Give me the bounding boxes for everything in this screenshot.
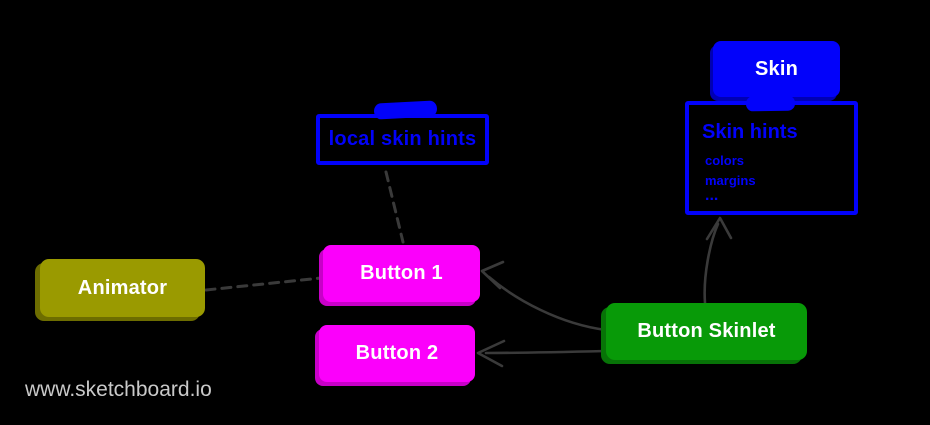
skin-hint-item: colors xyxy=(705,153,745,168)
node-animator[interactable]: Animator xyxy=(40,259,205,317)
edge-local-hints-to-button1[interactable] xyxy=(384,170,405,244)
node-button1[interactable]: Button 1 xyxy=(323,245,480,302)
edge-line xyxy=(204,276,323,292)
scribble-mark[interactable] xyxy=(745,95,796,112)
node-skin-hints-title: Skin hints xyxy=(702,121,798,143)
edge-animator-to-button1[interactable] xyxy=(204,276,323,292)
node-button-skinlet[interactable]: Button Skinlet xyxy=(606,303,807,360)
edge-skinlet-to-skin-hints[interactable] xyxy=(703,216,733,305)
edge-skinlet-to-button2[interactable] xyxy=(476,339,608,368)
node-skin-label: Skin xyxy=(754,57,799,80)
arrowhead xyxy=(480,260,505,290)
node-animator-label: Animator xyxy=(77,276,168,299)
sketchboard-watermark: www.sketchboard.io xyxy=(25,378,212,401)
edge-line xyxy=(703,222,720,305)
skin-hint-item: ... xyxy=(705,187,719,204)
node-button2-label: Button 2 xyxy=(355,342,439,364)
edge-skinlet-to-button1[interactable] xyxy=(480,260,608,332)
node-local-skin-hints-label: local skin hints xyxy=(328,128,477,150)
edge-line xyxy=(384,170,405,244)
node-button1-label: Button 1 xyxy=(360,262,443,284)
node-local-skin-hints[interactable]: local skin hints xyxy=(316,114,489,165)
node-button-skinlet-label: Button Skinlet xyxy=(637,320,776,342)
node-skin-hints[interactable]: Skin hints colors margins ... xyxy=(685,101,858,215)
scribble-mark[interactable] xyxy=(373,100,438,120)
node-button2[interactable]: Button 2 xyxy=(319,325,475,382)
edge-line xyxy=(484,349,608,355)
arrowhead xyxy=(476,339,506,368)
arrowhead xyxy=(705,216,733,241)
edge-line xyxy=(487,275,608,332)
skin-hint-item: margins xyxy=(705,173,756,188)
node-skin[interactable]: Skin xyxy=(713,41,840,97)
